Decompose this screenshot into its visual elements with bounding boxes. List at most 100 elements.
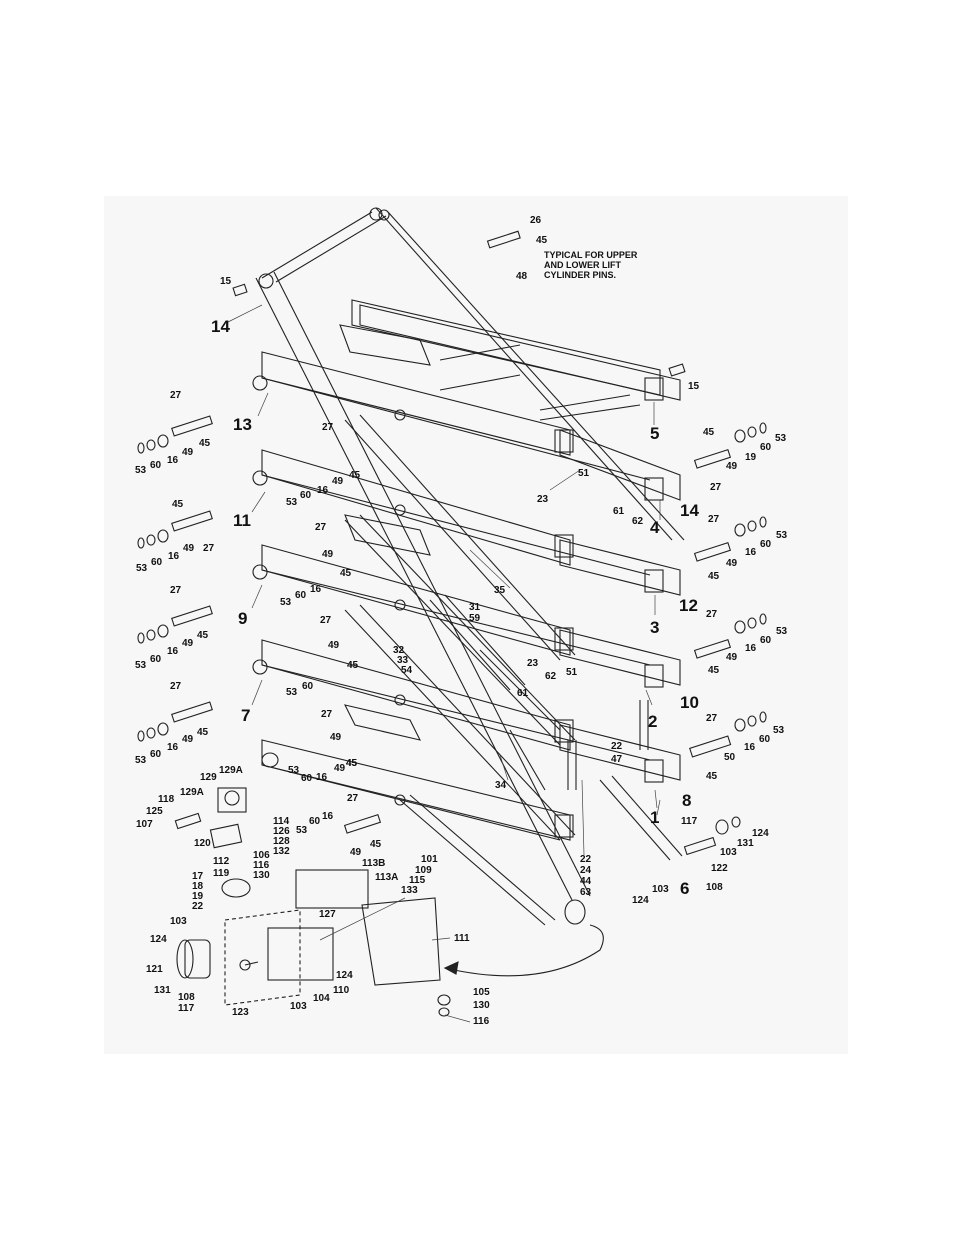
callout: 49 bbox=[183, 543, 195, 554]
callout: 49 bbox=[330, 732, 342, 743]
callout: 12 bbox=[679, 596, 698, 615]
callout: 27 bbox=[170, 390, 182, 401]
callout: 1 bbox=[650, 808, 659, 827]
callout: 45 bbox=[346, 758, 358, 769]
callout: 16 bbox=[167, 646, 179, 657]
callout: 60 bbox=[150, 654, 162, 665]
callout: 16 bbox=[322, 811, 334, 822]
callout: 124 bbox=[752, 828, 769, 839]
callout: 103 bbox=[170, 916, 187, 927]
callout: 53 bbox=[776, 530, 788, 541]
callout: 45 bbox=[708, 571, 720, 582]
callout: 6 bbox=[680, 879, 689, 898]
callout: 103 bbox=[652, 884, 669, 895]
callout: 103 bbox=[290, 1001, 307, 1012]
callout: 27 bbox=[710, 482, 722, 493]
callout: 54 bbox=[401, 665, 413, 676]
callout: 53 bbox=[286, 687, 298, 698]
leader-lines bbox=[227, 304, 661, 1023]
callout: 45 bbox=[703, 427, 715, 438]
callout: 60 bbox=[309, 816, 321, 827]
callout: 27 bbox=[170, 681, 182, 692]
callout: 11 bbox=[233, 511, 251, 530]
callout: 51 bbox=[578, 468, 590, 479]
callout: 130 bbox=[253, 870, 270, 881]
callout: 16 bbox=[317, 485, 329, 496]
callout: 48 bbox=[516, 271, 528, 282]
callout: 51 bbox=[566, 667, 578, 678]
callout: 114 bbox=[273, 816, 290, 827]
callout: 117 bbox=[178, 1003, 195, 1014]
scan-area bbox=[104, 196, 848, 1054]
callout: 15 bbox=[220, 276, 232, 287]
callout: 27 bbox=[315, 522, 327, 533]
callout: 45 bbox=[708, 665, 720, 676]
callout: 101 bbox=[421, 854, 438, 865]
callout: 16 bbox=[167, 742, 179, 753]
callout: 27 bbox=[347, 793, 359, 804]
callout: 62 bbox=[632, 516, 644, 527]
callout: 45 bbox=[340, 568, 352, 579]
callout: 8 bbox=[682, 791, 691, 810]
callout: 16 bbox=[745, 547, 757, 558]
callout: 5 bbox=[650, 424, 659, 443]
callout: 45 bbox=[706, 771, 718, 782]
pin-stack-left bbox=[137, 415, 382, 834]
callout: 53 bbox=[773, 725, 785, 736]
callout: 49 bbox=[726, 461, 738, 472]
callout: 53 bbox=[776, 626, 788, 637]
callout: 60 bbox=[760, 442, 772, 453]
typical-note-line-3: CYLINDER PINS. bbox=[544, 270, 616, 280]
callout: 45 bbox=[172, 499, 184, 510]
callout: 19 bbox=[192, 891, 204, 902]
callout: 50 bbox=[724, 752, 736, 763]
typical-note-line-2: AND LOWER LIFT bbox=[544, 260, 621, 270]
callout: 14 bbox=[211, 317, 230, 336]
callout: 27 bbox=[321, 709, 333, 720]
callout: 60 bbox=[759, 734, 771, 745]
callout: 49 bbox=[332, 476, 344, 487]
callout: 123 bbox=[232, 1007, 249, 1018]
callout: 53 bbox=[288, 765, 300, 776]
callout: 23 bbox=[527, 658, 539, 669]
callout: 35 bbox=[494, 585, 506, 596]
callout: 53 bbox=[135, 660, 147, 671]
callout: 33 bbox=[397, 655, 409, 666]
callout: 26 bbox=[530, 215, 542, 226]
callout: 60 bbox=[151, 557, 163, 568]
callout: 49 bbox=[182, 447, 194, 458]
callout: 117 bbox=[681, 816, 698, 827]
callout: 24 bbox=[580, 865, 592, 876]
callout: 133 bbox=[401, 885, 418, 896]
callout: 53 bbox=[135, 755, 147, 766]
callout: 27 bbox=[322, 422, 334, 433]
callout: 45 bbox=[349, 470, 361, 481]
callout: 16 bbox=[744, 742, 756, 753]
callout: 129 bbox=[200, 772, 217, 783]
callout: 107 bbox=[136, 819, 153, 830]
pin-stack-right bbox=[232, 230, 767, 856]
callout: 53 bbox=[280, 597, 292, 608]
callout: 49 bbox=[322, 549, 334, 560]
callout: 59 bbox=[469, 613, 481, 624]
callout: 125 bbox=[146, 806, 163, 817]
callout: 3 bbox=[650, 618, 659, 637]
callout: 45 bbox=[197, 727, 209, 738]
callout: 129A bbox=[180, 787, 204, 798]
callout: 124 bbox=[150, 934, 167, 945]
callout: 23 bbox=[537, 494, 549, 505]
callout: 110 bbox=[333, 985, 350, 996]
callout: 120 bbox=[194, 838, 211, 849]
callout: 9 bbox=[238, 609, 247, 628]
callout: 49 bbox=[182, 734, 194, 745]
callout: 53 bbox=[775, 433, 787, 444]
typical-note-line-1: TYPICAL FOR UPPER bbox=[544, 250, 638, 260]
callout: 44 bbox=[580, 876, 592, 887]
scissor-arm-assembly bbox=[252, 207, 685, 926]
callout: 108 bbox=[178, 992, 195, 1003]
callout: 128 bbox=[273, 836, 290, 847]
callout: 7 bbox=[241, 706, 250, 725]
callout: 2 bbox=[648, 712, 657, 731]
callout: 27 bbox=[203, 543, 215, 554]
